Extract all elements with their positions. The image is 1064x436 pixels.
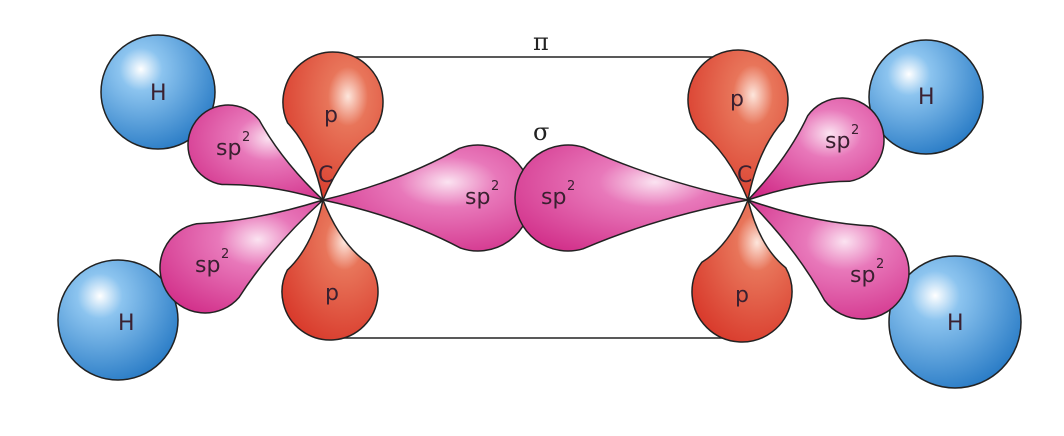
sp2-orbital-right-top [747,97,885,201]
pi-label: π [533,28,549,56]
p-orbital-left-bottom [281,197,379,341]
sp2-base: sp [825,129,850,154]
sp2-orbital-sigma-left [322,144,532,252]
h-label-bottom-left: H [118,311,135,336]
h-label-bottom-right: H [947,311,964,336]
hydrogen-atom-bottom-left [57,259,179,381]
p-orbital-right-top [687,49,789,203]
sigma-label: σ [533,118,549,146]
sp2-base: sp [195,253,220,278]
carbon-label-left: C [318,163,333,188]
sp2-base: sp [541,185,566,210]
sp2-orbital-right-bottom [747,199,910,320]
hydrogen-atom-top-left [100,34,216,150]
sp2-orbital-left-top [187,104,324,201]
p-label-right-bottom: p [735,283,749,308]
p-orbital-left-top [282,51,384,203]
sp2-orbital-left-bottom [159,199,324,314]
sp2-base: sp [465,185,490,210]
sp2-exponent: 2 [876,257,884,272]
sp2-exponent: 2 [851,123,859,138]
sp2-exponent: 2 [242,130,250,145]
sp2-base: sp [216,136,241,161]
h-label-top-left: H [150,81,167,106]
p-label-left-bottom: p [325,281,339,306]
sp2-exponent: 2 [567,179,575,194]
h-label-top-right: H [918,85,935,110]
sp2-orbital-sigma-right [514,144,749,252]
sp2-exponent: 2 [221,247,229,262]
hydrogen-atom-bottom-right [888,255,1022,389]
p-label-right-top: p [730,87,744,112]
p-orbital-right-bottom [691,197,793,343]
carbon-label-right: C [737,163,752,188]
p-label-left-top: p [324,103,338,128]
sp2-base: sp [850,263,875,288]
sp2-exponent: 2 [491,179,499,194]
hydrogen-atom-top-right [868,39,984,155]
